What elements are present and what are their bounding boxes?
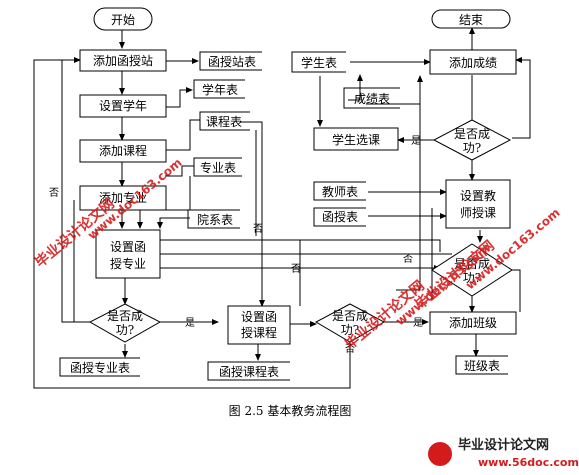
set-teach-box <box>445 179 511 229</box>
set-major-box <box>95 229 161 279</box>
footer-url: www.56doc.com <box>478 456 579 469</box>
add-class-box <box>429 311 517 335</box>
course-table-label: 课程表 <box>206 114 242 129</box>
edge-yes-1: 是 <box>185 317 195 329</box>
figure-caption: 图 2.5 基本教务流程图 <box>229 403 352 418</box>
footer-logo: 毕业设计论文网 www.56doc.com <box>428 437 579 469</box>
major-out-table-label: 函授专业表 <box>70 360 130 375</box>
start-terminal <box>93 7 153 31</box>
add-grade-label: 添加成绩 <box>449 56 497 70</box>
student-table-label: 学生表 <box>301 55 337 70</box>
add-class-label: 添加班级 <box>449 316 497 330</box>
add-station-box <box>79 49 167 72</box>
class-table-label: 班级表 <box>464 359 500 373</box>
set-year-label: 设置学年 <box>99 98 147 113</box>
set-course-box <box>227 305 291 345</box>
decision-2 <box>314 303 386 343</box>
decision-2-label-1: 是否成 <box>332 309 368 323</box>
add-course-box <box>79 139 167 163</box>
select-course-label: 学生选课 <box>332 132 380 147</box>
end-terminal <box>431 9 511 29</box>
set-course-label-1: 设置函 <box>241 310 277 324</box>
edge-no-b: 否 <box>403 253 413 265</box>
edge-no-a: 否 <box>253 223 263 235</box>
decision-4-label-2: 功? <box>463 271 481 285</box>
end-label: 结束 <box>459 13 483 27</box>
set-course-label-2: 授课程 <box>241 325 277 340</box>
dept-table-label: 院系表 <box>197 213 233 227</box>
teacher-table-label: 教师表 <box>322 184 358 199</box>
decision-2-label-2: 功? <box>341 323 359 337</box>
select-course-box <box>313 127 399 151</box>
logo-mark-icon <box>428 442 452 466</box>
major-table-label: 专业表 <box>200 160 236 175</box>
set-teach-label-2: 师授课 <box>460 205 496 220</box>
grade-table-label: 成绩表 <box>354 92 390 106</box>
decision-3-label-1: 是否成 <box>454 127 490 141</box>
add-course-label: 添加课程 <box>99 143 147 158</box>
corr-table-label: 函授表 <box>322 209 358 224</box>
station-table-label: 函授站表 <box>208 54 256 69</box>
edge-no-left: 否 <box>49 187 59 199</box>
set-major-label-1: 设置函 <box>110 240 146 254</box>
flowchart-shapes <box>79 7 517 345</box>
set-teach-label-1: 设置教 <box>460 188 496 203</box>
footer-title: 毕业设计论文网 <box>458 437 549 453</box>
add-station-label: 添加函授站 <box>93 53 153 68</box>
edge-no-c: 否 <box>345 343 355 355</box>
course-out-table-label: 函授课程表 <box>219 364 279 379</box>
decision-1 <box>88 303 162 343</box>
year-table-label: 学年表 <box>202 82 238 97</box>
connector-lines <box>33 27 531 389</box>
edge-yes-2: 是 <box>413 317 423 329</box>
set-year-box <box>79 94 167 118</box>
edge-no-mid: 否 <box>291 263 301 275</box>
decision-1-label-2: 功? <box>116 323 134 337</box>
decision-1-label-1: 是否成 <box>107 309 143 323</box>
add-major-box <box>79 185 167 211</box>
decision-4-label-1: 是否成 <box>454 257 490 271</box>
edge-yes-3: 是 <box>411 135 421 147</box>
decision-3 <box>432 119 512 161</box>
add-grade-box <box>429 49 517 75</box>
decision-3-label-2: 功? <box>463 141 481 155</box>
set-major-label-2: 授专业 <box>110 256 146 271</box>
data-store-marks <box>59 51 508 381</box>
add-major-label: 添加专业 <box>99 190 147 205</box>
start-label: 开始 <box>111 13 135 27</box>
decision-4 <box>431 243 513 297</box>
